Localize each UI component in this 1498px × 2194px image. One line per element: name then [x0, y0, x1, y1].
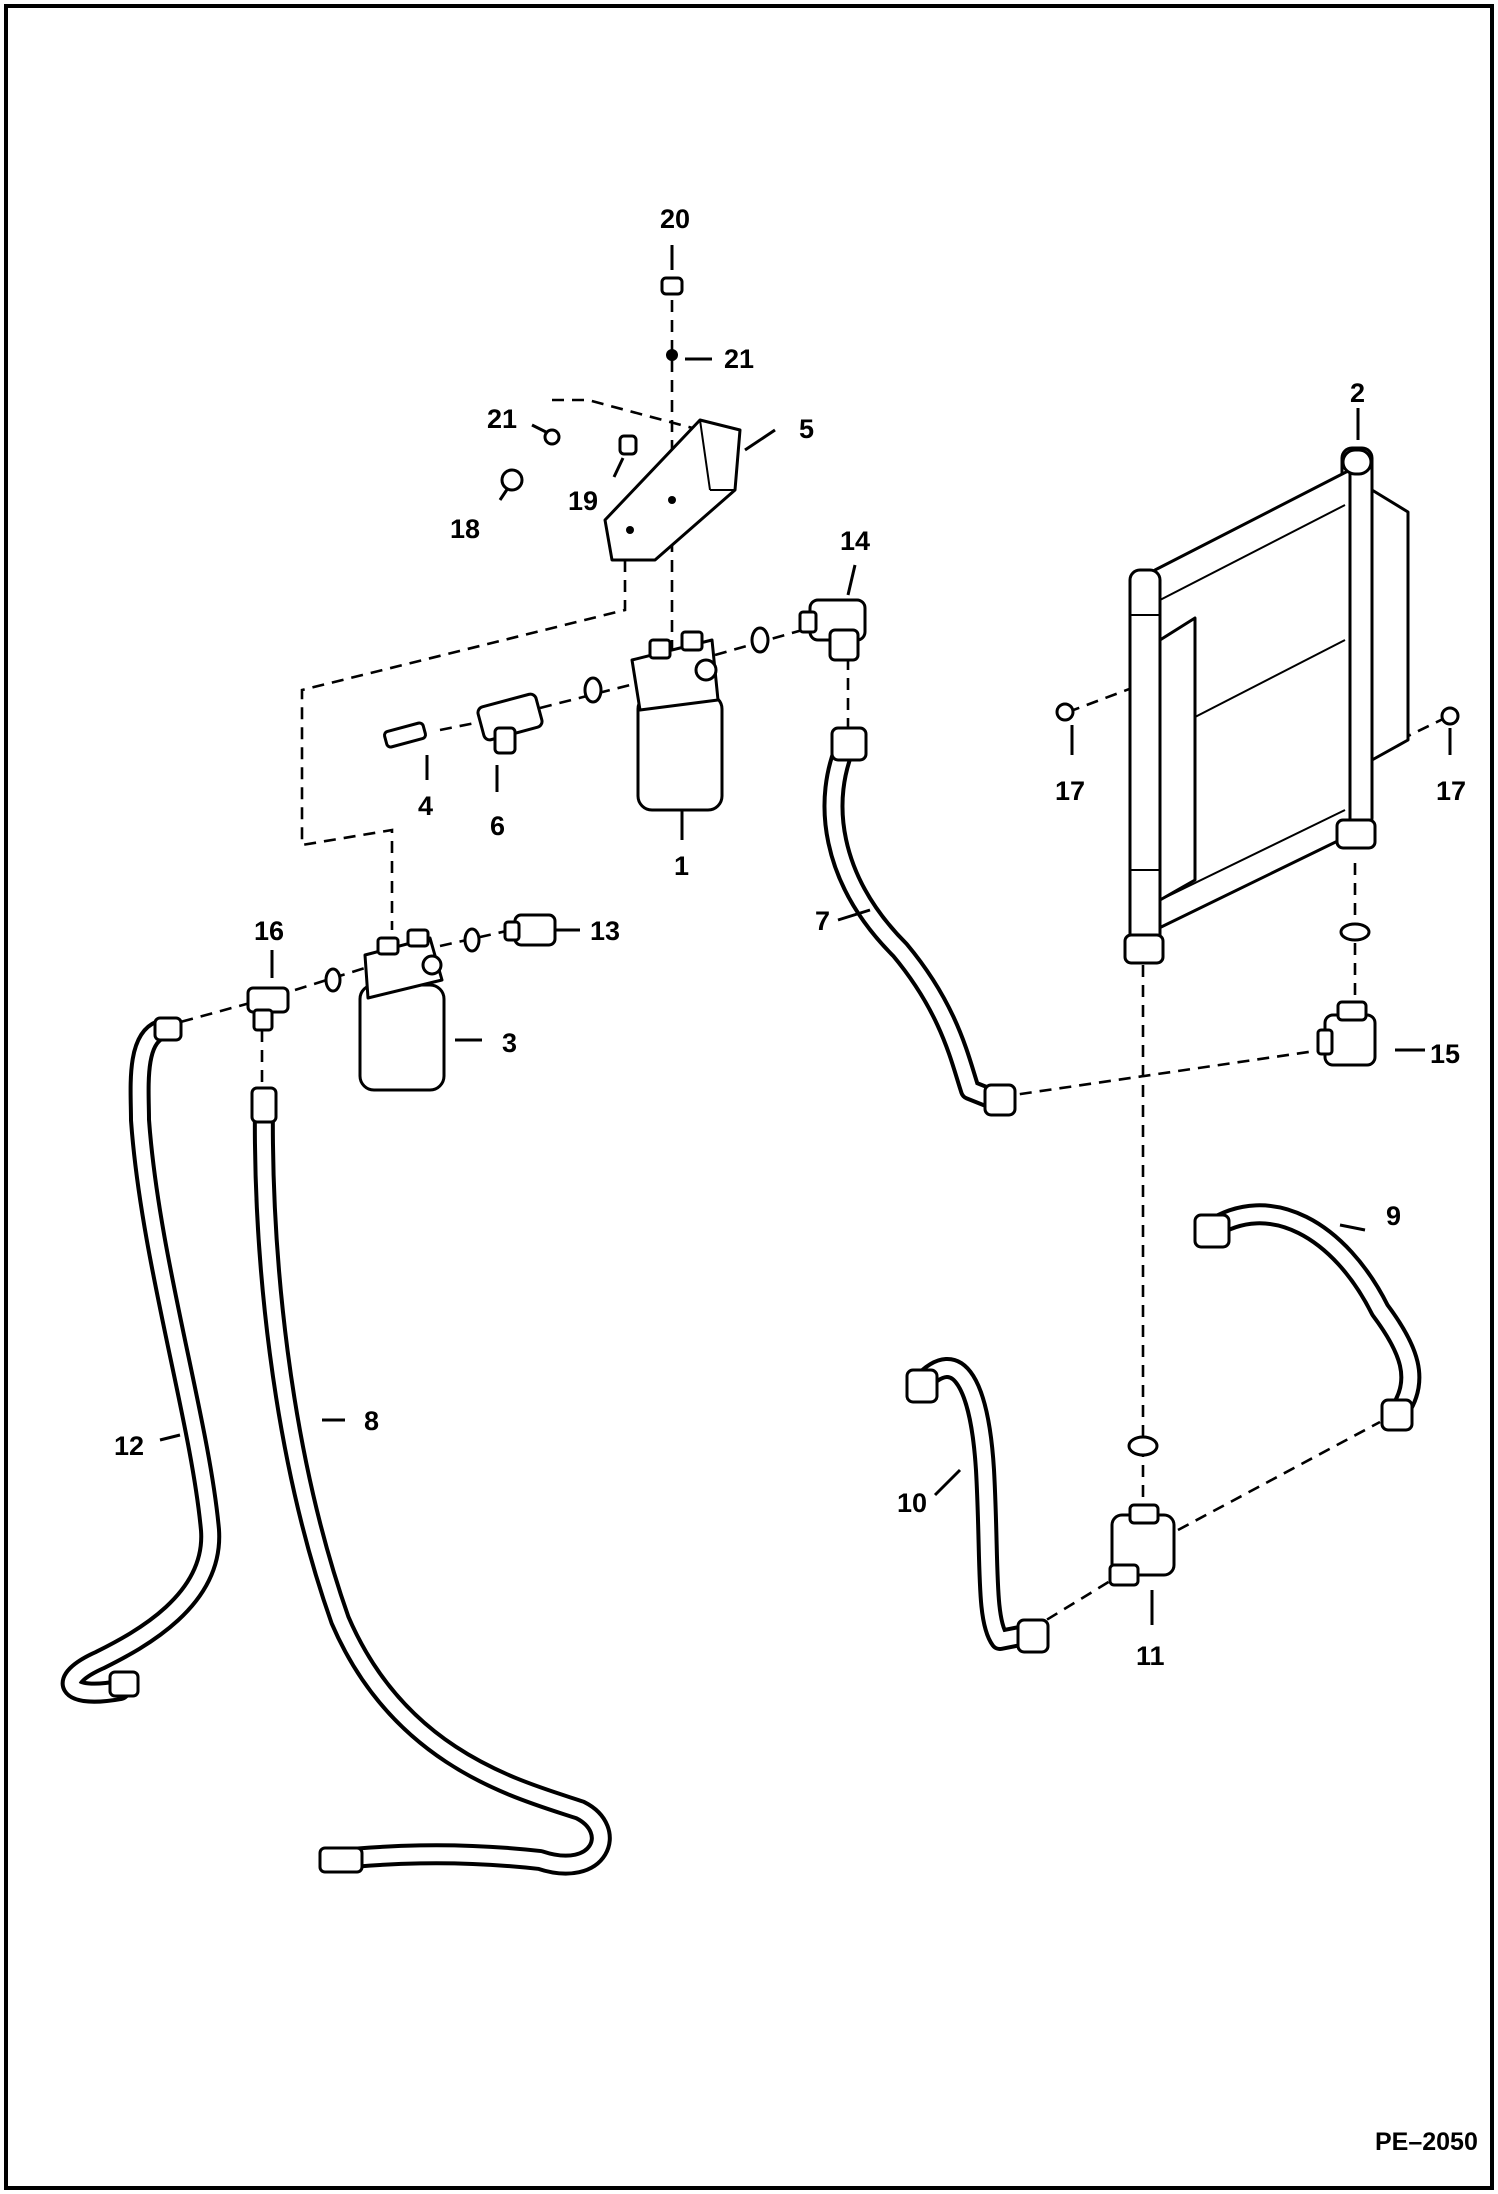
- callout-18: 18: [450, 514, 480, 544]
- oil-cooler: [1123, 446, 1410, 965]
- callout-7: 7: [815, 906, 830, 936]
- callouts: 20 21 21 5 18 19 2 14 4 6 1 17 17 7 16 1…: [114, 204, 1466, 1671]
- callout-15: 15: [1430, 1039, 1460, 1069]
- callout-5: 5: [799, 414, 814, 444]
- callout-10: 10: [897, 1488, 927, 1518]
- callout-14: 14: [840, 526, 870, 556]
- callout-6: 6: [490, 811, 505, 841]
- oil-filter-3: [358, 928, 446, 1092]
- callout-17-left: 17: [1055, 776, 1085, 806]
- callout-2: 2: [1350, 378, 1365, 408]
- callout-9: 9: [1386, 1201, 1401, 1231]
- mounting-bracket: [603, 418, 742, 562]
- callout-13: 13: [590, 916, 620, 946]
- callout-16: 16: [254, 916, 284, 946]
- callout-4: 4: [418, 791, 433, 821]
- callout-12: 12: [114, 1431, 144, 1461]
- hoses: [60, 726, 1422, 1876]
- callout-21-left: 21: [487, 404, 517, 434]
- callout-17-right: 17: [1436, 776, 1466, 806]
- callout-1: 1: [674, 851, 689, 881]
- page-border: [4, 4, 1494, 2190]
- callout-3: 3: [502, 1028, 517, 1058]
- callout-11: 11: [1136, 1641, 1165, 1671]
- drawing-reference: PE–2050: [1375, 2128, 1478, 2156]
- fittings: [246, 276, 1460, 1587]
- assembly-lines: [161, 300, 1446, 1632]
- callout-8: 8: [364, 1406, 379, 1436]
- oil-filter-1: [630, 630, 724, 812]
- callout-20: 20: [660, 204, 690, 234]
- callout-19: 19: [568, 486, 598, 516]
- leader-lines: [159, 245, 1452, 1625]
- callout-21-top: 21: [724, 344, 754, 374]
